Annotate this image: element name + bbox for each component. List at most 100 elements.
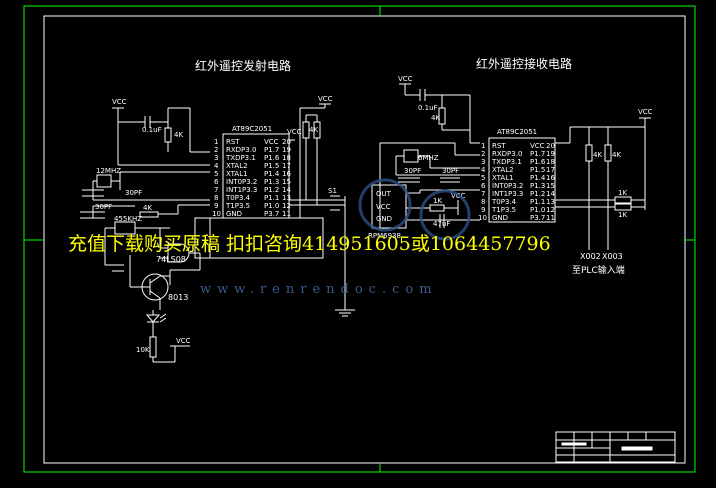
svg-text:1: 1 [481,142,485,150]
svg-text:RST: RST [226,138,240,146]
tx-chip-name: AT89C2051 [232,125,272,133]
rx-res1k-b-label: 1K [618,211,627,219]
svg-text:8: 8 [481,198,485,206]
svg-text:RXDP3.0: RXDP3.0 [226,146,256,154]
rx-chip-right-pins: VCC P1.7 P1.6 P1.5 P1.4 P1.3 P1.2 P1.1 P… [530,142,546,222]
svg-text:P1.1: P1.1 [530,198,545,206]
svg-text:P1.0: P1.0 [264,202,279,210]
rx-cap30b-label: 30PF [442,167,459,175]
tx-switch-label: S1 [328,187,337,195]
svg-text:INT0P3.2: INT0P3.2 [492,182,523,190]
svg-text:10: 10 [478,214,487,222]
tx-vcc3-label: VCC [318,95,333,103]
svg-text:4: 4 [214,162,219,170]
tx-osc-label: 455KHZ [114,215,142,223]
svg-text:P1.1: P1.1 [264,194,279,202]
svg-text:XTAL2: XTAL2 [226,162,248,170]
svg-text:7: 7 [481,190,485,198]
svg-text:11: 11 [282,210,291,218]
svg-text:4: 4 [481,166,486,174]
tx-cap30-label: 30PF [125,189,142,197]
svg-text:3: 3 [481,158,485,166]
svg-text:11: 11 [546,214,555,222]
watermark-site: www.renrendoc.com [200,282,438,297]
rx-cap-label: 0.1uF [418,104,438,112]
rx-chip-name: AT89C2051 [497,128,537,136]
tx-chip-left-nums: 1 2 3 4 5 6 7 8 9 10 [212,138,221,218]
tx-res4k-b-label: 4K [143,204,152,212]
rx-cap30-label: 30PF [404,167,421,175]
tx-chip-right-nums: 20 19 18 17 16 15 14 13 12 11 [282,138,291,218]
plc-input-label: 至PLC输入端 [572,264,625,276]
svg-text:RST: RST [492,142,506,150]
svg-text:P1.6: P1.6 [530,158,546,166]
svg-text:6: 6 [214,178,219,186]
svg-text:7: 7 [214,186,218,194]
svg-text:P3.7: P3.7 [530,214,545,222]
tx-crystal-label: 12MHZ [96,167,121,175]
plc-x002-label: X002 [580,252,601,261]
svg-text:13: 13 [546,198,555,206]
rx-vcc3-label: VCC [638,108,653,116]
ir-gnd-label: GND [376,215,392,223]
tx-cap-label: 0.1uF [142,126,162,134]
receiver-title: 红外遥控接收电路 [476,56,572,71]
rx-res4k-a-label: 4K [593,151,602,159]
svg-text:18: 18 [546,158,555,166]
svg-text:TXDP3.1: TXDP3.1 [225,154,256,162]
svg-text:9: 9 [214,202,218,210]
svg-text:10: 10 [212,210,221,218]
svg-text:1: 1 [214,138,218,146]
svg-text:8: 8 [214,194,218,202]
svg-text:XTAL1: XTAL1 [492,174,514,182]
svg-text:GND: GND [226,210,242,218]
drawing-frame [23,5,696,473]
svg-text:P1.3: P1.3 [264,178,279,186]
tx-res10k-label: 10K [136,346,150,354]
rx-cap47-label: 47uF [433,220,450,228]
svg-text:GND: GND [492,214,508,222]
svg-text:16: 16 [546,174,555,182]
svg-text:2: 2 [214,146,218,154]
watermark-logo [358,178,471,241]
svg-text:14: 14 [282,186,291,194]
rx-res-label: 4K [431,114,440,122]
svg-text:T0P3.4: T0P3.4 [225,194,251,202]
svg-text:12: 12 [282,202,291,210]
rx-res1k-label: 1K [433,197,442,205]
svg-text:15: 15 [282,178,291,186]
svg-text:TXDP3.1: TXDP3.1 [491,158,522,166]
svg-text:14: 14 [546,190,555,198]
svg-text:VCC: VCC [264,138,279,146]
tx-transistor-label: 8013 [168,293,188,302]
rx-res1k-a-label: 1K [618,189,627,197]
svg-text:15: 15 [546,182,555,190]
svg-text:INT1P3.3: INT1P3.3 [492,190,523,198]
svg-text:P1.4: P1.4 [264,170,280,178]
svg-text:P1.7: P1.7 [530,150,545,158]
tx-res-label: 4K [174,131,183,139]
svg-text:P1.5: P1.5 [530,166,545,174]
transmitter-title: 红外遥控发射电路 [195,58,291,73]
svg-text:T0P3.4: T0P3.4 [491,198,517,206]
svg-text:9: 9 [481,206,485,214]
svg-text:P1.2: P1.2 [530,190,545,198]
tx-vcc2-label: VCC [176,337,191,345]
svg-text:6: 6 [481,182,486,190]
svg-text:VCC: VCC [530,142,545,150]
tx-chip-right-pins: VCC P1.7 P1.6 P1.5 P1.4 P1.3 P1.2 P1.1 P… [264,138,280,218]
svg-text:16: 16 [282,170,291,178]
svg-text:17: 17 [282,162,291,170]
rx-vcc-label: VCC [398,75,413,83]
tx-res4k-c-label: 4K [309,126,318,134]
svg-text:12: 12 [546,206,555,214]
svg-text:20: 20 [546,142,555,150]
svg-text:P1.5: P1.5 [264,162,279,170]
svg-text:P1.0: P1.0 [530,206,545,214]
watermark-text: 充值下载购买原稿 扣扣咨询414951605或1064457796 [68,233,551,255]
tx-vcc-label: VCC [112,98,127,106]
svg-text:INT0P3.2: INT0P3.2 [226,178,257,186]
rx-chip-left-nums: 1 2 3 4 5 6 7 8 9 10 [478,142,487,222]
svg-text:5: 5 [214,170,218,178]
